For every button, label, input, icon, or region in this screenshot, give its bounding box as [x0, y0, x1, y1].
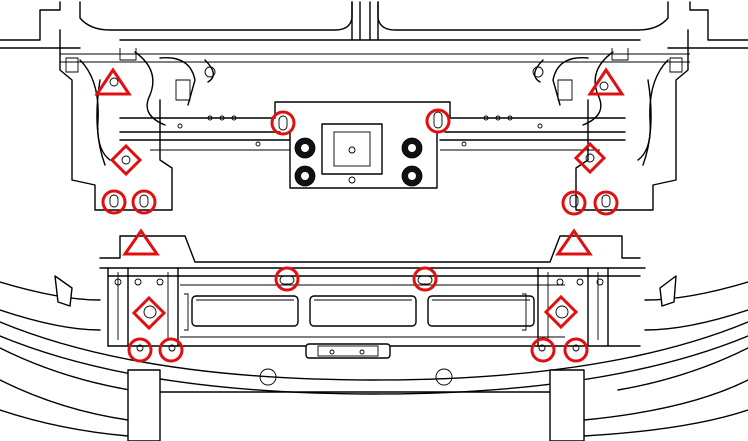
- marker-circle: [274, 266, 300, 292]
- marker-circle: [563, 337, 589, 363]
- marker-circle: [412, 266, 438, 292]
- marker-triangle: [94, 67, 132, 96]
- upper-frame-assembly: [0, 1, 748, 211]
- marker-circle: [425, 108, 451, 134]
- marker-triangle: [122, 228, 160, 256]
- marker-diamond: [131, 295, 167, 331]
- marker-triangle: [555, 228, 593, 256]
- marker-diamond: [109, 143, 143, 177]
- marker-circle: [158, 337, 184, 363]
- marker-circle: [530, 337, 556, 363]
- marker-diamond: [543, 294, 579, 330]
- marker-circle: [593, 190, 619, 216]
- marker-circle: [131, 189, 157, 215]
- lower-bumper-assembly: [0, 235, 748, 441]
- marker-triangle: [587, 67, 625, 96]
- marker-diamond: [573, 141, 607, 175]
- marker-circle: [127, 337, 153, 363]
- marker-circle: [101, 189, 127, 215]
- marker-circle: [561, 190, 587, 216]
- marker-circle: [270, 110, 296, 136]
- markers: [94, 67, 625, 363]
